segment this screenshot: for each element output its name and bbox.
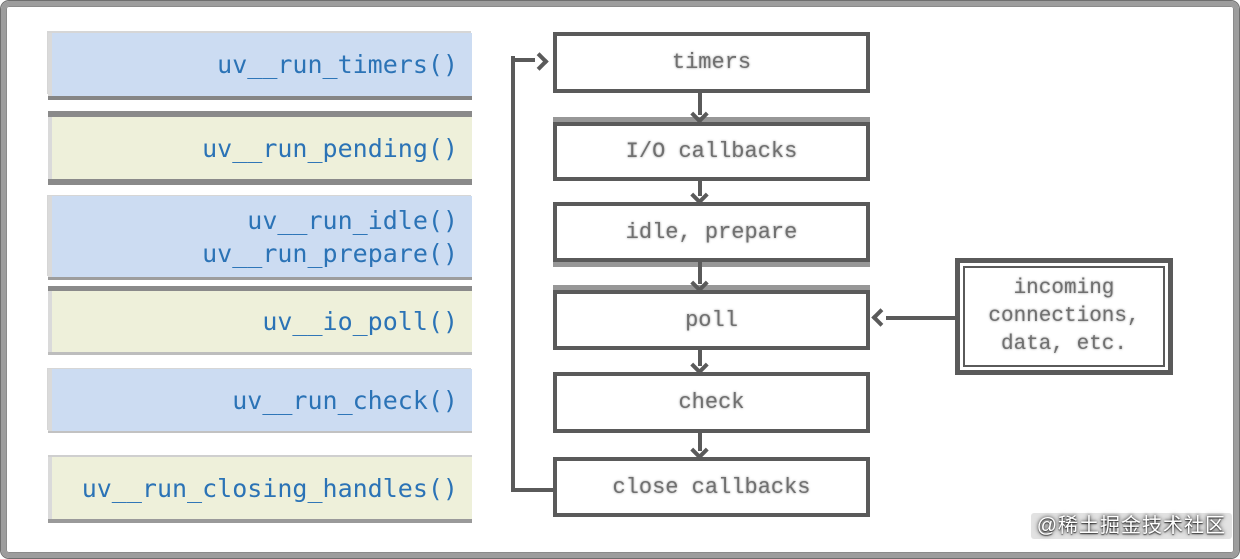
connector-check-to-close [698, 433, 702, 451]
incoming-connections-line: connections, [988, 304, 1140, 328]
loopback-line-top [511, 58, 535, 62]
function-label: uv__run_prepare() [202, 238, 458, 268]
phase-label: I/O callbacks [625, 139, 798, 164]
arrow-right-icon [530, 52, 549, 71]
loopback-line-bottom [511, 488, 555, 492]
arrow-down-icon [690, 105, 709, 124]
function-box-uv-run-closing-handles: uv__run_closing_handles() [48, 457, 472, 519]
watermark: @稀土掘金技术社区 [1030, 513, 1232, 539]
phase-box-timers: timers [553, 32, 870, 93]
phase-box-idle-prepare: idle, prepare [553, 202, 870, 262]
phase-label: idle, prepare [625, 219, 798, 245]
phase-label: poll [685, 307, 738, 333]
function-box-uv-run-timers: uv__run_timers() [48, 33, 472, 96]
phase-label: check [678, 390, 745, 415]
phase-box-close-callbacks: close callbacks [553, 457, 870, 517]
connector-io-to-idle [698, 181, 702, 196]
function-label: uv__run_closing_handles() [81, 473, 458, 503]
loopback-line-vertical [511, 56, 515, 492]
function-label: uv__run_pending() [202, 133, 458, 163]
connector-timers-to-io [698, 93, 702, 115]
arrow-left-icon [871, 308, 890, 327]
incoming-connections-line: incoming [1013, 276, 1115, 300]
function-box-uv-io-poll: uv__io_poll() [48, 291, 472, 352]
function-box-uv-run-pending: uv__run_pending() [48, 117, 472, 179]
function-box-uv-run-check: uv__run_check() [48, 369, 472, 431]
phase-box-i-o-callbacks: I/O callbacks [553, 122, 870, 181]
function-box-uv-run-idle: uv__run_idle()uv__run_prepare() [48, 196, 472, 277]
function-label: uv__run_timers() [217, 50, 458, 79]
function-label: uv__run_idle() [247, 205, 458, 235]
function-label: uv__run_check() [232, 385, 458, 415]
phase-label: close callbacks [612, 474, 811, 500]
connector-poll-to-check [698, 350, 702, 366]
incoming-connections-label: incoming connections, data, etc. [963, 266, 1165, 367]
connector-incoming-to-poll [886, 316, 956, 320]
connector-idle-to-poll [698, 262, 702, 284]
incoming-connections-box: incoming connections, data, etc. [955, 258, 1173, 375]
phase-box-check: check [553, 372, 870, 433]
incoming-connections-line: data, etc. [1000, 332, 1128, 356]
phase-box-poll: poll [553, 290, 870, 350]
function-label: uv__io_poll() [262, 307, 458, 336]
phase-label: timers [671, 50, 752, 75]
